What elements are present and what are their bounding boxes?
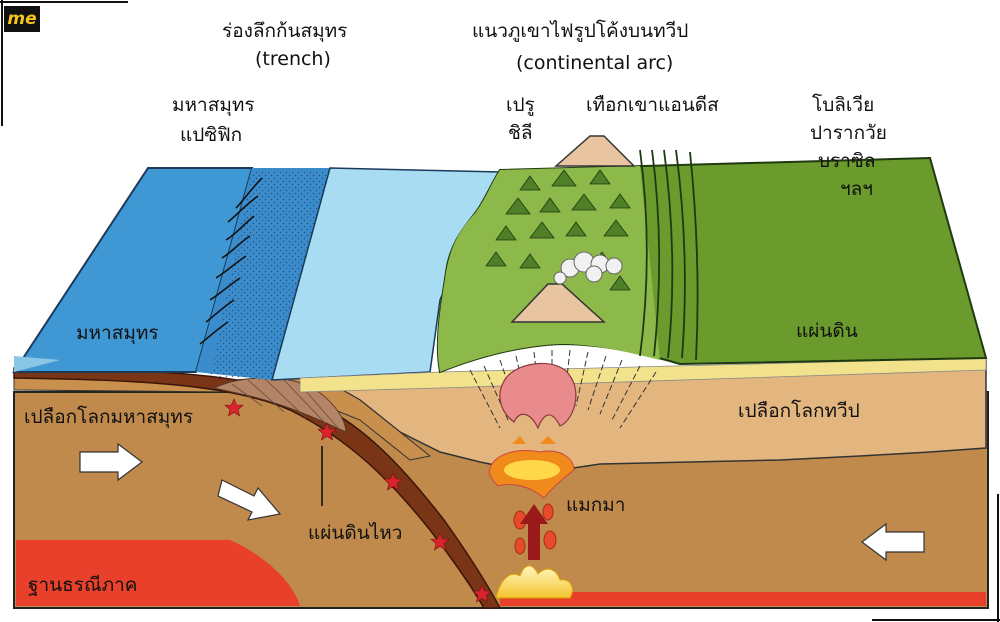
label-arc-english: (continental arc) (516, 52, 674, 74)
earth-block-cross-section (13, 359, 989, 609)
rising-magma-blobs (513, 503, 557, 555)
label-oceanic-crust: เปลือกโลกมหาสมุทร (24, 406, 194, 428)
ocean-front-face (14, 356, 60, 372)
label-ocean: มหาสมุทร (76, 322, 159, 344)
label-pacific-line2: แปซิฟิก (180, 124, 243, 146)
trench-dotted (210, 170, 330, 380)
coastal-lowland (437, 166, 660, 372)
star-5 (472, 584, 492, 603)
continental-crust-band (315, 359, 987, 471)
label-andes: เทือกเขาแอนดีส (586, 94, 719, 116)
label-trench-english: (trench) (255, 48, 331, 70)
surface (12, 135, 988, 393)
label-continental-crust: เปลือกโลกทวีป (738, 400, 860, 422)
magma-up-arrow (520, 504, 548, 560)
label-chile: ชิลี (508, 122, 533, 144)
magma-system (469, 349, 657, 599)
label-peru: เปรู (506, 94, 535, 116)
star-3 (383, 472, 403, 491)
label-land: แผ่นดิน (796, 320, 858, 342)
label-earthquake: แผ่นดินไหว (308, 522, 403, 544)
label-magma: แมกมา (566, 494, 626, 516)
label-etc: ฯลฯ (840, 178, 873, 200)
star-1 (224, 398, 244, 417)
label-paraguay: ปารากวัย (810, 122, 887, 144)
magma-chamber (499, 362, 577, 430)
label-brazil: บราซิล (818, 150, 876, 172)
label-trench-thai: ร่องลึกก้นสมุทร (222, 20, 348, 42)
arrow-right-1 (79, 442, 143, 482)
label-pacific-line1: มหาสมุทร (172, 94, 255, 116)
arrow-left (861, 522, 925, 562)
label-bolivia: โบลิเวีย (812, 94, 875, 116)
brand-logo: me (4, 6, 40, 32)
star-2 (317, 422, 337, 441)
plate-motion-arrows (79, 442, 925, 562)
melt-glow (495, 565, 573, 599)
label-arc-thai: แนวภูเขาไฟรูปโค้งบนทวีป (472, 20, 689, 42)
asthenosphere-area (16, 540, 300, 606)
andes-ridges (639, 149, 699, 361)
label-asthenosphere: ฐานธรณีภาค (28, 574, 138, 596)
asthenosphere-right (500, 592, 986, 606)
trench-ridges (199, 177, 263, 345)
star-4 (430, 532, 450, 551)
earthquake-stars (224, 398, 492, 603)
volcano-smoke (553, 251, 623, 285)
volcano-top (554, 135, 636, 167)
arrow-diag-down (217, 479, 282, 521)
